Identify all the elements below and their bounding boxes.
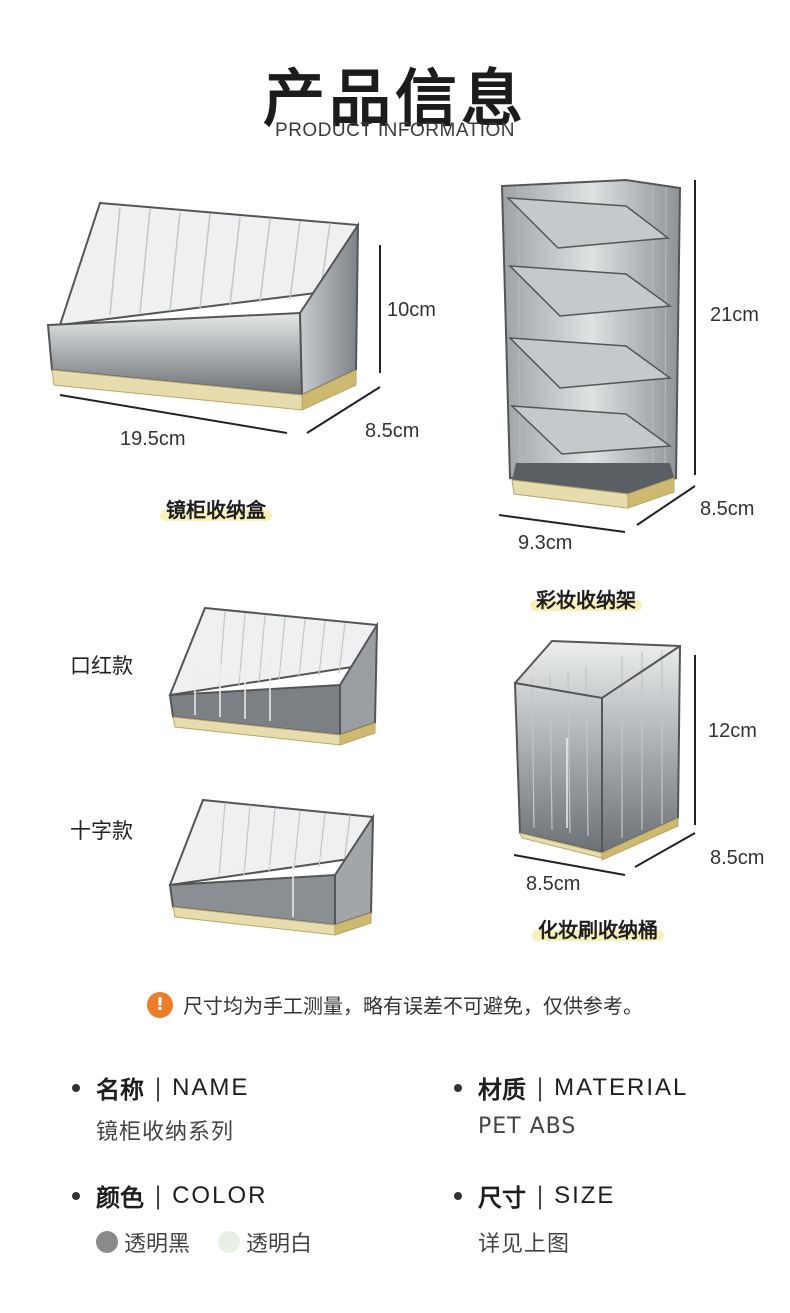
spec-size-heading: 尺寸|SIZE (454, 1178, 615, 1213)
makeup-rack-dim-lines (498, 180, 696, 533)
brush-bucket-illustration (513, 639, 682, 861)
makeup-rack-height: 21cm (710, 304, 759, 326)
variant-lipstick-label: 口红款 (70, 654, 133, 678)
lipstick-variant-illustration (168, 606, 379, 746)
page-title: 产品信息 (262, 62, 527, 135)
makeup-rack-illustration (500, 178, 682, 509)
color-swatch-white (218, 1231, 241, 1253)
mirror-box-height: 10cm (387, 299, 436, 321)
mirror-box-label: 镜柜收纳盒 (160, 494, 272, 523)
makeup-rack-width: 9.3cm (518, 532, 573, 554)
spec-material-value: PET ABS (478, 1114, 577, 1139)
color-swatch-black (96, 1231, 118, 1253)
mirror-box-illustration (46, 201, 360, 411)
bullet-icon (72, 1083, 80, 1092)
brush-bucket-label: 化妆刷收纳桶 (532, 914, 664, 943)
makeup-rack-label: 彩妆收纳架 (530, 584, 642, 613)
warning-icon: ! (147, 991, 173, 1018)
spec-name-value: 镜柜收纳系列 (96, 1120, 235, 1145)
brush-bucket-depth: 8.5cm (710, 847, 765, 869)
notice-text: 尺寸均为手工测量，略有误差不可避免，仅供参考。 (183, 994, 643, 1018)
brush-bucket-width: 8.5cm (526, 873, 581, 895)
variant-cross-label: 十字款 (70, 819, 133, 843)
brush-bucket-height: 12cm (708, 720, 757, 742)
mirror-box-depth: 8.5cm (365, 420, 420, 442)
color-option-white: 透明白 (246, 1232, 313, 1257)
bullet-icon (454, 1191, 462, 1200)
spec-material-heading: 材质|MATERIAL (454, 1070, 688, 1105)
color-option-black: 透明黑 (124, 1232, 191, 1257)
spec-name-heading: 名称|NAME (72, 1070, 249, 1105)
spec-size-value: 详见上图 (478, 1232, 571, 1257)
bullet-icon (454, 1083, 462, 1092)
brush-bucket-dim-lines (513, 655, 696, 876)
spec-color-options: 透明黑 透明白 (96, 1226, 312, 1258)
bullet-icon (72, 1191, 80, 1200)
mirror-box-dim-lines (59, 245, 381, 434)
makeup-rack-depth: 8.5cm (700, 498, 755, 520)
mirror-box-width: 19.5cm (120, 428, 186, 450)
cross-variant-illustration (168, 798, 375, 936)
measurement-notice: ! 尺寸均为手工测量，略有误差不可避免，仅供参考。 (0, 990, 790, 1019)
spec-color-heading: 颜色|COLOR (72, 1178, 267, 1213)
page-subtitle: PRODUCT INFORMATION (275, 120, 515, 141)
